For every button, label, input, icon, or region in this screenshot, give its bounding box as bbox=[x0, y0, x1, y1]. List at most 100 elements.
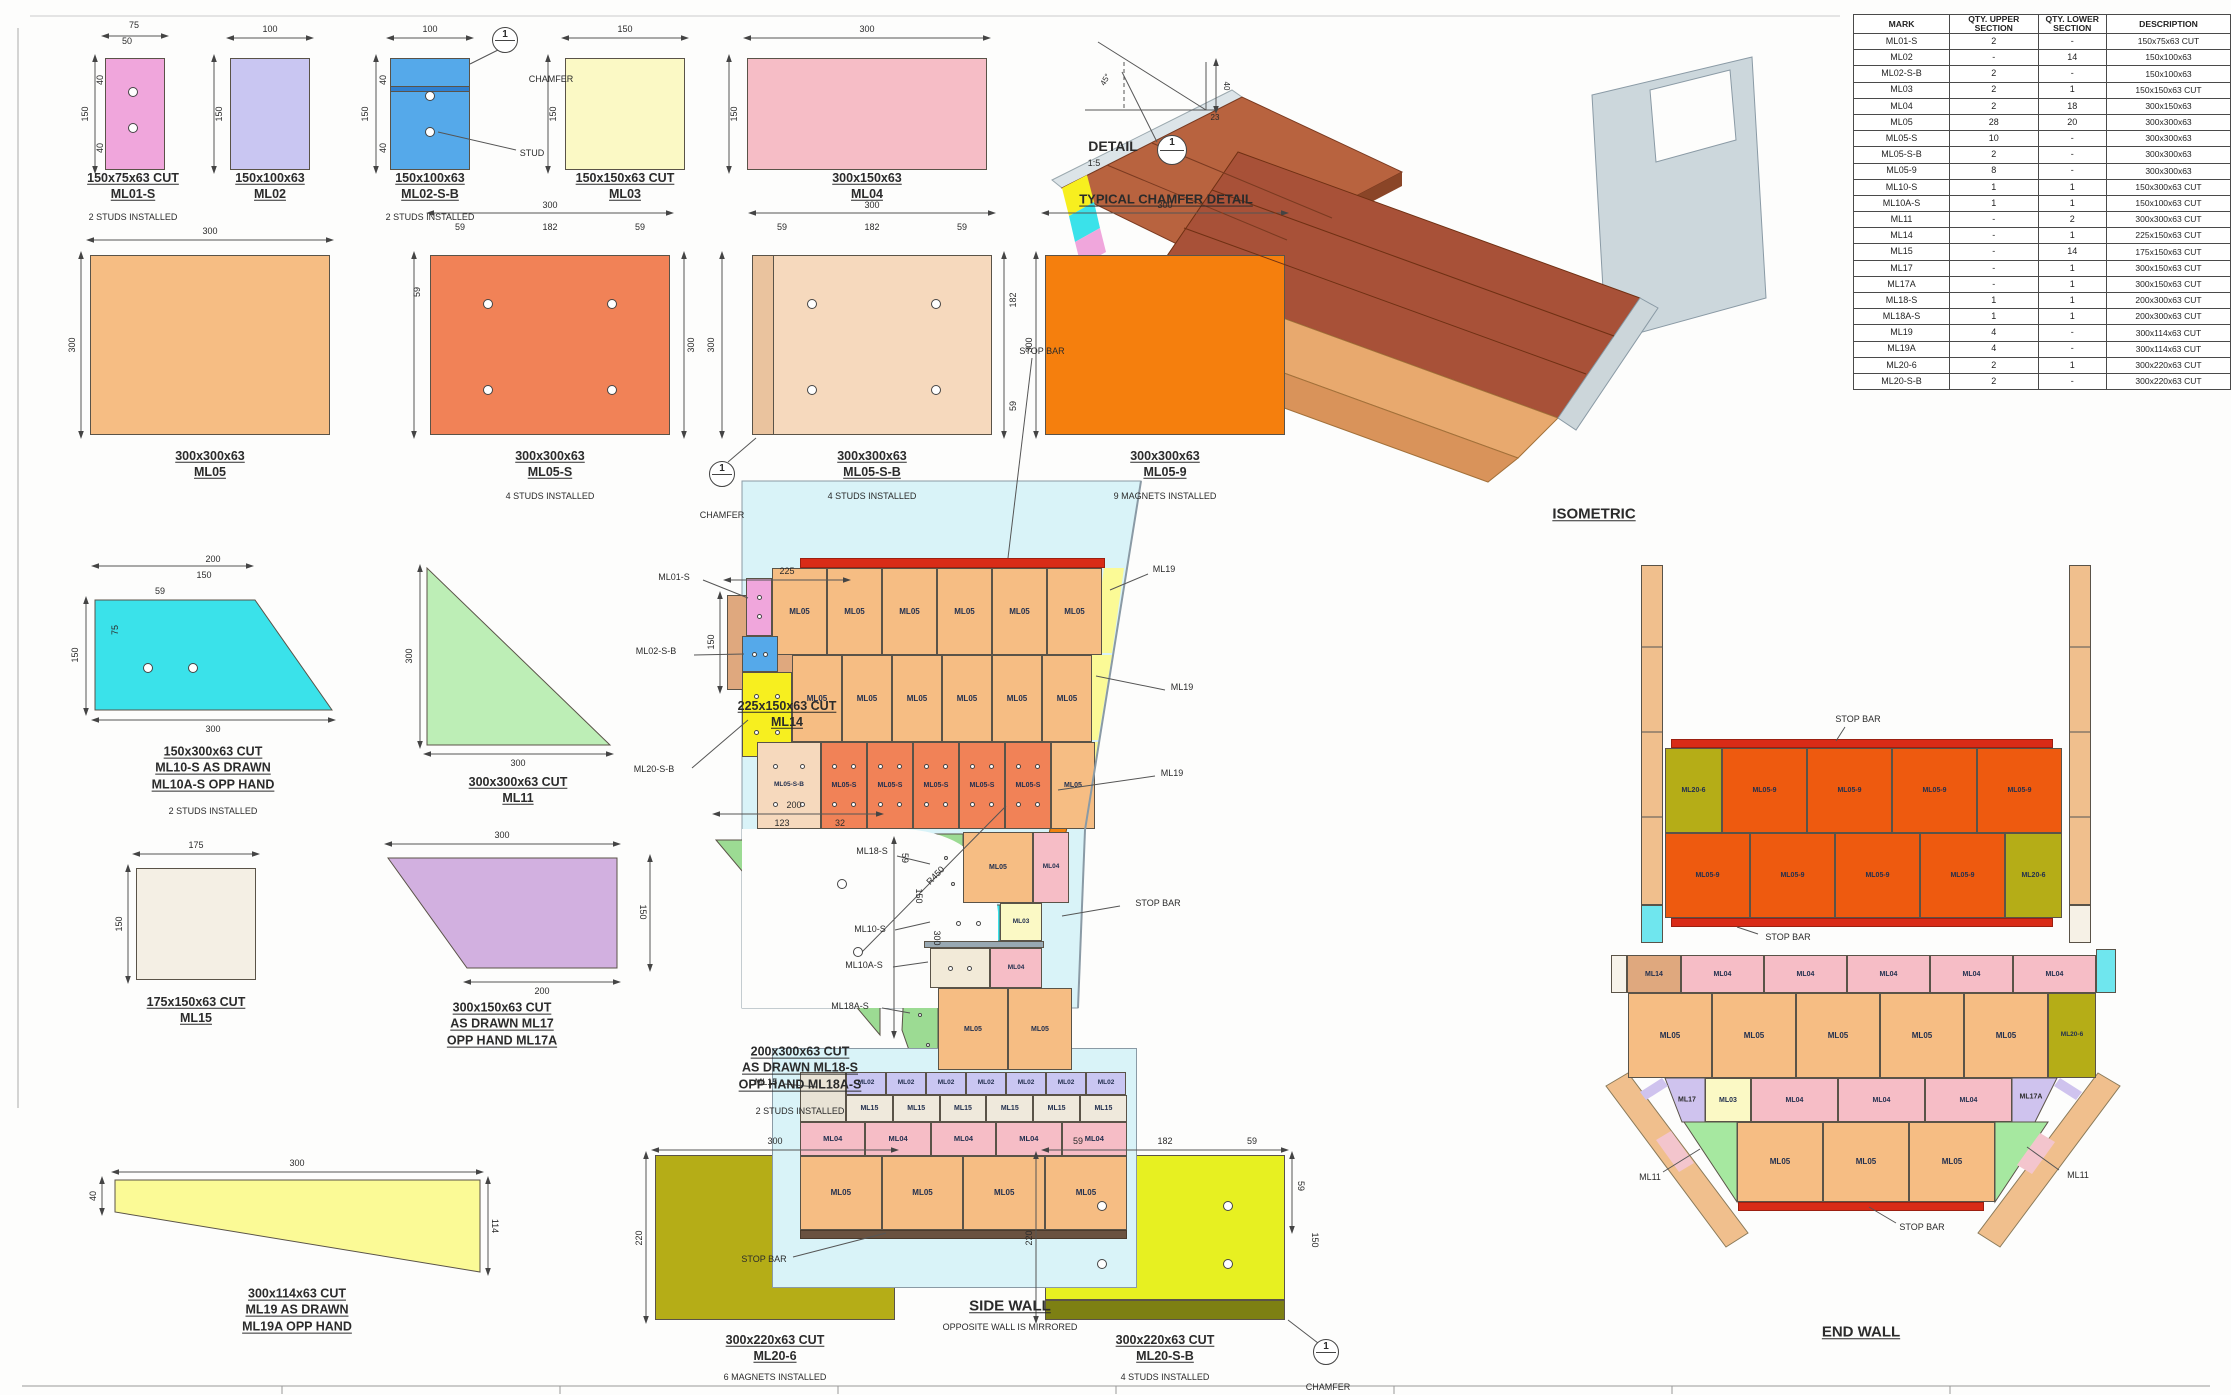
balloon-number: 1 bbox=[502, 29, 508, 40]
stud-icon bbox=[1035, 764, 1041, 770]
dim-label: 150 bbox=[913, 888, 924, 904]
cell-description: 150x100x63 bbox=[2105, 65, 2231, 83]
brick-ml03: ML03 bbox=[1000, 903, 1042, 941]
cell-mark: ML10A-S bbox=[1852, 194, 1951, 213]
brick-label: ML05 bbox=[1659, 1030, 1681, 1040]
cell-mark: ML19A bbox=[1852, 340, 1951, 358]
detail-ml20sb-strip bbox=[1045, 1300, 1285, 1320]
brick-label: ML03 bbox=[1012, 917, 1030, 925]
label-line: ML15 bbox=[180, 1011, 212, 1025]
brick-label: ML15 bbox=[907, 1105, 926, 1112]
dim-label: 200 bbox=[205, 554, 221, 565]
iso-window bbox=[1649, 69, 1737, 163]
table-header: QTY. UPPER SECTION bbox=[1949, 13, 2039, 35]
cell-qty: - bbox=[2037, 324, 2107, 342]
sidewall-subtitle: OPPOSITE WALL IS MIRRORED bbox=[942, 1322, 1078, 1333]
brick-ml15: ML15 bbox=[939, 1095, 987, 1122]
brick-ml02: ML02 bbox=[966, 1072, 1006, 1095]
brick-label: ML05 bbox=[1075, 1188, 1097, 1197]
leader-line bbox=[1077, 829, 1086, 1009]
label-line: 300x300x63 bbox=[175, 448, 245, 463]
cell-mark: ML14 bbox=[1852, 227, 1951, 245]
detail-ml05 bbox=[90, 255, 330, 435]
brick-ml05-9: ML05-9 bbox=[1920, 833, 2005, 918]
dim-label: 220 bbox=[1024, 1230, 1035, 1246]
dim-label: 100 bbox=[262, 24, 278, 35]
brick-ml14: ML14 bbox=[1627, 955, 1681, 993]
stud-icon bbox=[831, 801, 837, 807]
label-line: ISOMETRIC bbox=[1552, 505, 1636, 523]
brick-ml05-9: ML05-9 bbox=[1750, 833, 1835, 918]
callout-stop-bar: STOP BAR bbox=[1135, 898, 1181, 909]
brick-ml02: ML02 bbox=[1006, 1072, 1046, 1095]
detail-balloon-icon: 1 bbox=[1157, 135, 1187, 165]
callout-stud: STUD bbox=[519, 148, 545, 159]
stud-icon bbox=[143, 663, 153, 673]
brick-label: ML04 bbox=[1007, 963, 1025, 971]
leader-line bbox=[727, 437, 757, 463]
callout-stop-bar: STOP BAR bbox=[1899, 1222, 1945, 1233]
dim-label: 2 STUDS INSTALLED bbox=[385, 212, 475, 223]
stud-icon bbox=[853, 947, 863, 957]
callout-ml19: ML19 bbox=[1152, 564, 1176, 575]
brick-ml05: ML05 bbox=[1737, 1122, 1823, 1202]
stud-icon bbox=[897, 764, 903, 770]
label-line: 300x220x63 CUT bbox=[725, 1332, 825, 1347]
label-line: ML20-S-B bbox=[1136, 1349, 1194, 1363]
cell-mark: ML20-S-B bbox=[1852, 372, 1951, 391]
cell-qty: 18 bbox=[2037, 97, 2107, 115]
cell-qty: 1 bbox=[2037, 194, 2107, 213]
table-header: MARK bbox=[1852, 13, 1951, 35]
stud-icon bbox=[851, 801, 857, 807]
stud-icon bbox=[1097, 1201, 1107, 1211]
stud-icon bbox=[188, 663, 198, 673]
dim-label: 1:5 bbox=[1087, 158, 1101, 169]
brick-label: ML05-S bbox=[877, 782, 903, 789]
cell-description: 300x220x63 CUT bbox=[2105, 356, 2231, 374]
dim-label: 300 bbox=[67, 337, 78, 353]
brick-label: ML02 bbox=[857, 1079, 875, 1087]
brick-ml05: ML05 bbox=[1628, 993, 1712, 1078]
stud-icon bbox=[128, 87, 138, 97]
brick-label: ML05 bbox=[1031, 1025, 1049, 1033]
detail-ml05s bbox=[430, 255, 670, 435]
brick-label: ML04 bbox=[1879, 970, 1898, 978]
leader-line bbox=[1287, 1319, 1319, 1344]
label-line: 150x100x63 bbox=[395, 170, 465, 185]
brick-label: ML05 bbox=[1064, 782, 1082, 789]
brick-ml05: ML05 bbox=[1008, 988, 1072, 1070]
dim-label: 75 bbox=[110, 624, 121, 636]
cell-mark: ML19 bbox=[1852, 324, 1951, 342]
cell-qty: 1 bbox=[2037, 178, 2107, 196]
brick-label: ML04 bbox=[1713, 970, 1732, 978]
cell-qty: - bbox=[1949, 243, 2039, 261]
cell-description: 300x150x63 CUT bbox=[2105, 259, 2231, 277]
cell-description: 300x220x63 CUT bbox=[2105, 372, 2231, 391]
stud-icon bbox=[923, 764, 929, 770]
dim-label: 50 bbox=[121, 36, 133, 47]
label-line: 300x300x63 CUT bbox=[468, 774, 568, 789]
dim-label: 114 bbox=[489, 1218, 500, 1234]
dim-label: 150 bbox=[548, 106, 559, 122]
dim-label: 300 bbox=[542, 200, 558, 211]
detail-ml15 bbox=[136, 868, 256, 980]
brick-ml02: ML02 bbox=[1086, 1072, 1126, 1095]
brick-ml04: ML04 bbox=[1033, 832, 1069, 903]
brick-ml02: ML02 bbox=[846, 1072, 886, 1095]
brick-ml02: ML02 bbox=[1046, 1072, 1086, 1095]
brick-ml11 bbox=[1994, 1121, 2049, 1204]
cell-mark: ML05-S-B bbox=[1852, 146, 1951, 164]
endwall-sliver bbox=[1611, 955, 1627, 993]
label-line: 300x114x63 CUT bbox=[248, 1286, 346, 1301]
brick-ml05: ML05 bbox=[892, 655, 942, 742]
